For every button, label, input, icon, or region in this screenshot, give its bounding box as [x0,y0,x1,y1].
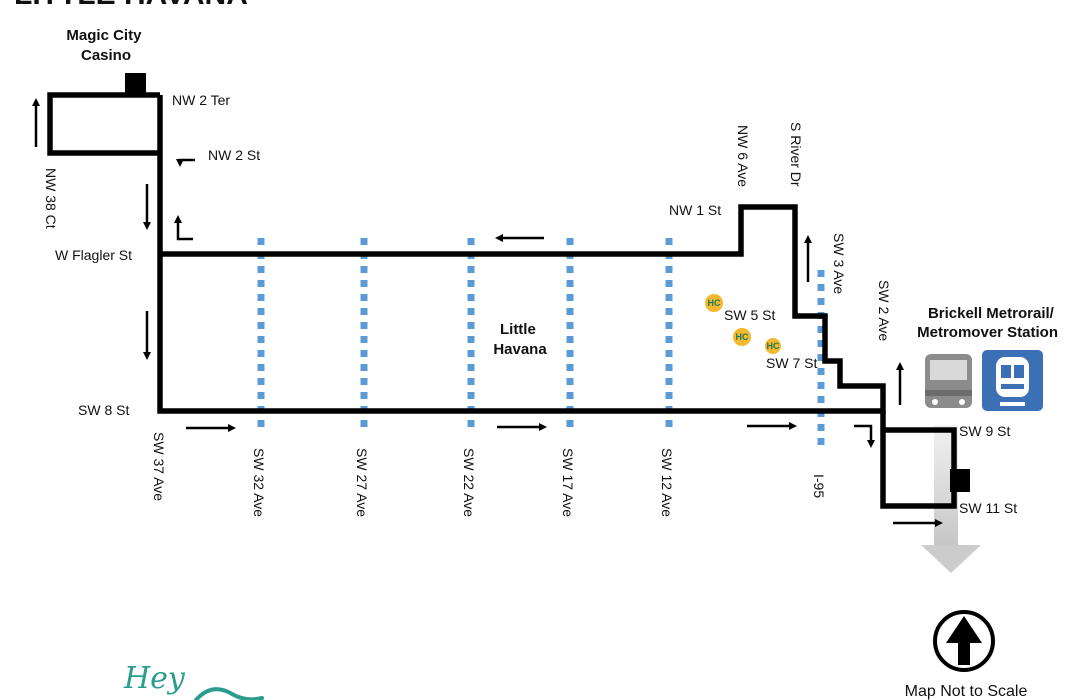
street-label-sw-2-ave: SW 2 Ave [876,280,892,341]
trolley-stop: HC [705,294,723,312]
street-label-nw-1-st: NW 1 St [669,202,721,218]
street-label-nw-6-ave: NW 6 Ave [735,125,751,187]
casino-label: Magic City Casino [66,27,145,64]
street-label-sw-5-st: SW 5 St [724,307,775,323]
scale-note: Map Not to Scale [905,683,1028,700]
street-label-nw-2-ter: NW 2 Ter [172,92,230,108]
svg-text:HC: HC [708,298,721,308]
street-label-sw-22-ave: SW 22 Ave [461,448,477,517]
street-label-sw-8-st: SW 8 St [78,402,129,418]
street-label-sw-3-ave: SW 3 Ave [831,233,847,294]
avenue-dotted-lines [257,238,825,450]
svg-text:HC: HC [767,341,780,351]
metrorail-train-icon [982,350,1043,411]
map-title: LITTLE HAVANA [14,0,248,11]
north-arrow-icon [933,610,995,672]
turn-arrow-icon [854,424,875,448]
street-label-sw-11-st: SW 11 St [959,500,1017,516]
brand-script-swash [194,687,264,700]
little-havana-label: Little Havana [493,321,547,358]
street-label-sw-9-st: SW 9 St [959,423,1010,439]
route-west-loop [47,92,160,156]
street-label-s-river-dr: S River Dr [788,122,804,187]
bus-icon [925,354,972,408]
street-label-nw-2-st: NW 2 St [208,147,260,163]
direction-arrows [32,98,943,527]
trolley-stop: HC [765,338,781,354]
street-label-nw-38-ct: NW 38 Ct [43,168,59,229]
street-label-sw-12-ave: SW 12 Ave [659,448,675,517]
street-label-sw-37-ave: SW 37 Ave [151,432,167,501]
turn-arrow-icon [174,215,193,241]
station-stop-marker [950,469,970,492]
trolley-route [47,92,957,509]
transfer-arrow [921,425,981,573]
street-label-i-95: I-95 [811,474,827,498]
street-label-sw-17-ave: SW 17 Ave [560,448,576,517]
street-label-sw-32-ave: SW 32 Ave [251,448,267,517]
casino-stop-marker [125,73,146,95]
trolley-stop: HC [733,328,751,346]
street-label-w-flagler: W Flagler St [55,247,132,263]
brickell-station-label: Brickell Metrorail/ Metromover Station [917,305,1058,341]
turn-arrow-icon [176,158,195,167]
street-label-sw-27-ave: SW 27 Ave [354,448,370,517]
street-label-sw-7-st: SW 7 St [766,355,817,371]
brand-script: Hey [123,661,186,696]
svg-text:HC: HC [736,332,749,342]
route-brickell-loop [880,411,957,509]
